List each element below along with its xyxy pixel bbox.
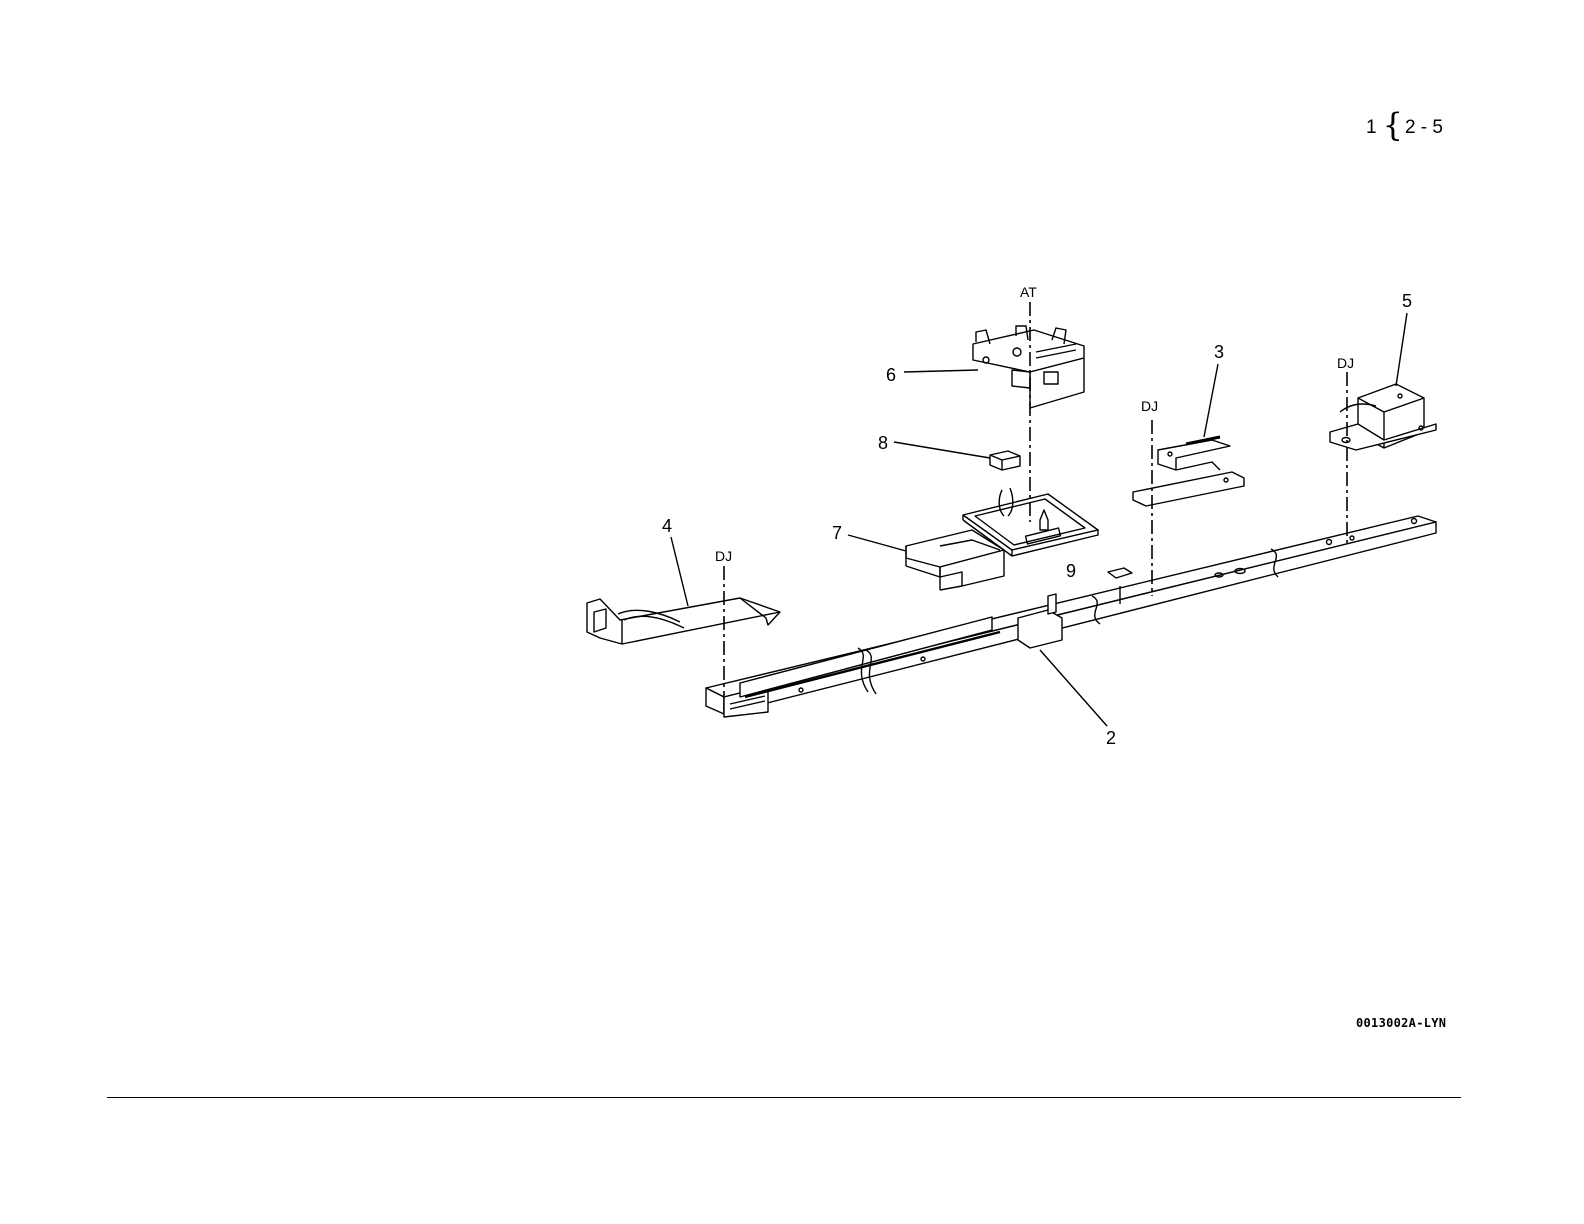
block-part-8 [990, 451, 1020, 470]
callout-3: 3 [1214, 342, 1224, 362]
callout-4: 4 [662, 516, 672, 536]
sensor-bracket-part-3 [1133, 437, 1244, 506]
fastener-code-dj-center: DJ [1141, 398, 1158, 414]
callout-7: 7 [832, 523, 842, 543]
callout-2: 2 [1106, 728, 1116, 748]
figure-id: 0013002A-LYN [1356, 1016, 1446, 1030]
fastener-code-dj-left: DJ [715, 548, 732, 564]
footer-rule [107, 1097, 1461, 1098]
actuator-holder-part-6 [973, 326, 1084, 408]
bracket-part-4 [587, 598, 780, 644]
callout-5: 5 [1402, 291, 1412, 311]
callout-6: 6 [886, 365, 896, 385]
callout-8: 8 [878, 433, 888, 453]
switch-bracket-part-5 [1330, 384, 1436, 450]
fastener-code-at: AT [1020, 284, 1037, 300]
rail-assembly-part [706, 516, 1436, 717]
fastener-code-dj-right: DJ [1337, 355, 1354, 371]
callout-9: 9 [1066, 561, 1076, 581]
